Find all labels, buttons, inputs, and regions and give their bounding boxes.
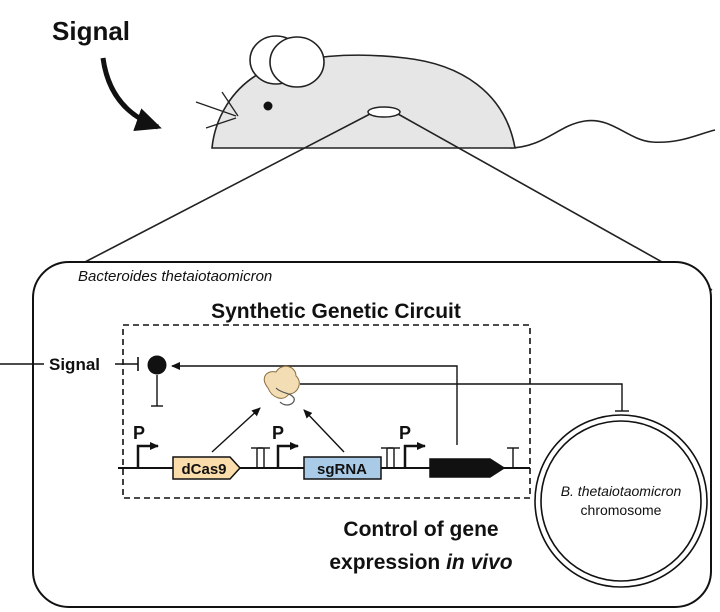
caption-line-2-italic: in vivo xyxy=(446,551,513,574)
promoter-label: P xyxy=(272,423,284,443)
output-gene xyxy=(429,458,506,478)
circuit-title: Synthetic Genetic Circuit xyxy=(211,300,461,323)
mouse-tail xyxy=(509,119,716,149)
mouse-eye xyxy=(263,101,273,111)
terminators xyxy=(251,447,519,468)
dcas9-label: dCas9 xyxy=(181,461,226,478)
sgrna-label: sgRNA xyxy=(317,461,367,478)
mouse-whiskers xyxy=(195,91,239,129)
signal-label: Signal xyxy=(49,355,100,374)
sgrna-to-complex-arrow xyxy=(303,409,345,453)
chromosome-inner-ring xyxy=(540,420,702,582)
dcas9-gene: dCas9 xyxy=(172,456,242,480)
signal-arrow xyxy=(100,57,162,131)
dcas9-to-complex-arrow xyxy=(211,407,261,453)
promoter-1: P xyxy=(133,423,159,468)
organism-label: Bacteroides thetaiotaomicron xyxy=(78,268,272,285)
dcas9-sgrna-complex-icon xyxy=(263,365,300,406)
signal-title: Signal xyxy=(52,16,130,46)
zoom-line-left xyxy=(84,113,371,263)
promoter-label: P xyxy=(399,423,411,443)
sgrna-gene: sgRNA xyxy=(303,456,382,480)
zoom-line-right xyxy=(397,113,713,291)
output-feedback-line xyxy=(171,362,458,445)
promoter-3: P xyxy=(399,423,426,468)
caption-line-1: Control of gene xyxy=(343,518,498,541)
chromosome-species-label: B. thetaiotaomicron xyxy=(561,483,682,499)
mouse-ear-front xyxy=(269,36,325,88)
mouse-illustration xyxy=(195,35,716,149)
chromosome-label: chromosome xyxy=(581,502,662,518)
caption-line-2: expression in vivo xyxy=(329,551,512,574)
mouse-implant-opening xyxy=(367,106,401,118)
promoter-label: P xyxy=(133,423,145,443)
promoter-2: P xyxy=(272,423,299,468)
chromosome-outer-ring xyxy=(534,414,708,588)
caption-line-2-prefix: expression xyxy=(329,551,446,574)
circuit-boundary xyxy=(122,324,531,499)
crispri-repression-line xyxy=(300,383,623,411)
regulator-protein xyxy=(147,355,167,375)
